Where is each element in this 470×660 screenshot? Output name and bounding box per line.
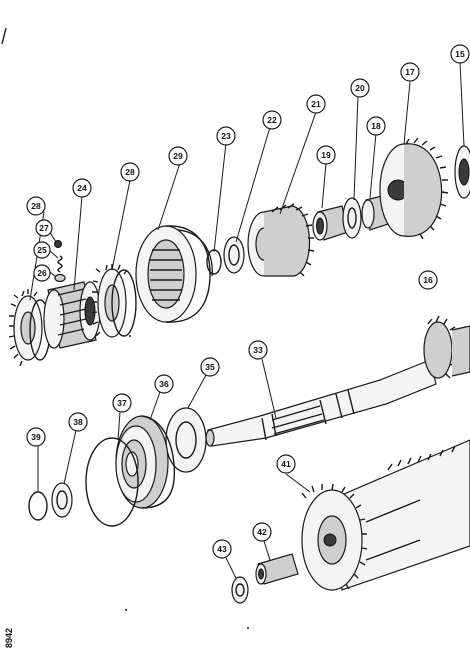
svg-text:29: 29 [173,151,183,161]
svg-text:41: 41 [281,459,291,469]
part-37-snap-ring [85,437,139,527]
callout-21: 21 [306,94,326,114]
svg-text:23: 23 [221,131,231,141]
callout-18: 18 [366,116,386,136]
callout-38: 38 [68,412,88,432]
callout-39: 39 [26,427,46,447]
callout-16: 16 [418,270,438,290]
svg-text:24: 24 [77,183,87,193]
part-27-ball [54,240,62,248]
part-36-bearing [115,415,176,509]
svg-text:17: 17 [405,67,415,77]
part-20-collar [342,197,362,239]
part-26-plunger [54,273,66,283]
callout-26: 26 [33,264,51,282]
svg-text:28: 28 [125,167,135,177]
callouts: 15 16 17 18 19 20 21 22 23 24 25 26 27 2… [26,44,470,559]
callout-17: 17 [400,62,420,82]
svg-text:21: 21 [311,99,321,109]
callout-28-right: 28 [120,162,140,182]
callout-24: 24 [72,178,92,198]
svg-text:35: 35 [205,362,215,372]
figure-reference-code-text: 8942 [4,627,14,649]
svg-text:43: 43 [217,544,227,554]
part-15-bearing [454,145,470,199]
callout-36: 36 [154,374,174,394]
svg-text:28: 28 [31,201,41,211]
callout-35: 35 [200,357,220,377]
svg-text:39: 39 [31,432,41,442]
callout-43: 43 [212,539,232,559]
svg-text:33: 33 [253,345,263,355]
svg-text:27: 27 [39,223,49,233]
part-38-washer [51,482,73,518]
part-35-washer [165,407,207,473]
svg-text:19: 19 [321,150,331,160]
svg-text:15: 15 [455,49,465,59]
svg-text:16: 16 [423,275,433,285]
callout-37: 37 [112,393,132,413]
part-42-spacer-tube [255,553,299,585]
svg-text:20: 20 [355,83,365,93]
callout-29: 29 [168,146,188,166]
svg-text:42: 42 [257,527,267,537]
svg-text:37: 37 [117,398,127,408]
callout-42: 42 [252,522,272,542]
part-21-gear [247,203,315,277]
callout-28-left: 28 [26,196,46,216]
svg-text:22: 22 [267,115,277,125]
part-43-washer [231,576,249,604]
part-39-circlip [28,491,48,521]
callout-25: 25 [33,241,51,259]
callout-20: 20 [350,78,370,98]
callout-19: 19 [316,145,336,165]
callout-22: 22 [262,110,282,130]
callout-15: 15 [450,44,470,64]
figure-reference-code: 8942 [2,618,16,658]
part-17-gear [379,137,449,240]
callout-41: 41 [276,454,296,474]
callout-27: 27 [35,219,53,237]
svg-text:38: 38 [73,417,83,427]
callout-33: 33 [248,340,268,360]
part-25-spring [57,255,63,273]
part-22-thrust-washer [223,236,245,274]
part-41-layshaft-gear-cluster [301,439,470,591]
callout-23: 23 [216,126,236,146]
margin-marks [1,27,249,629]
part-28-left-gear [8,289,51,367]
svg-text:18: 18 [371,121,381,131]
part-33-mainshaft [205,315,470,447]
svg-text:36: 36 [159,379,169,389]
part-29-sliding-sleeve [135,225,213,323]
part-24-synchro-hub [43,281,101,349]
svg-text:25: 25 [37,245,47,255]
svg-text:26: 26 [37,268,47,278]
part-28-gear [91,264,137,338]
